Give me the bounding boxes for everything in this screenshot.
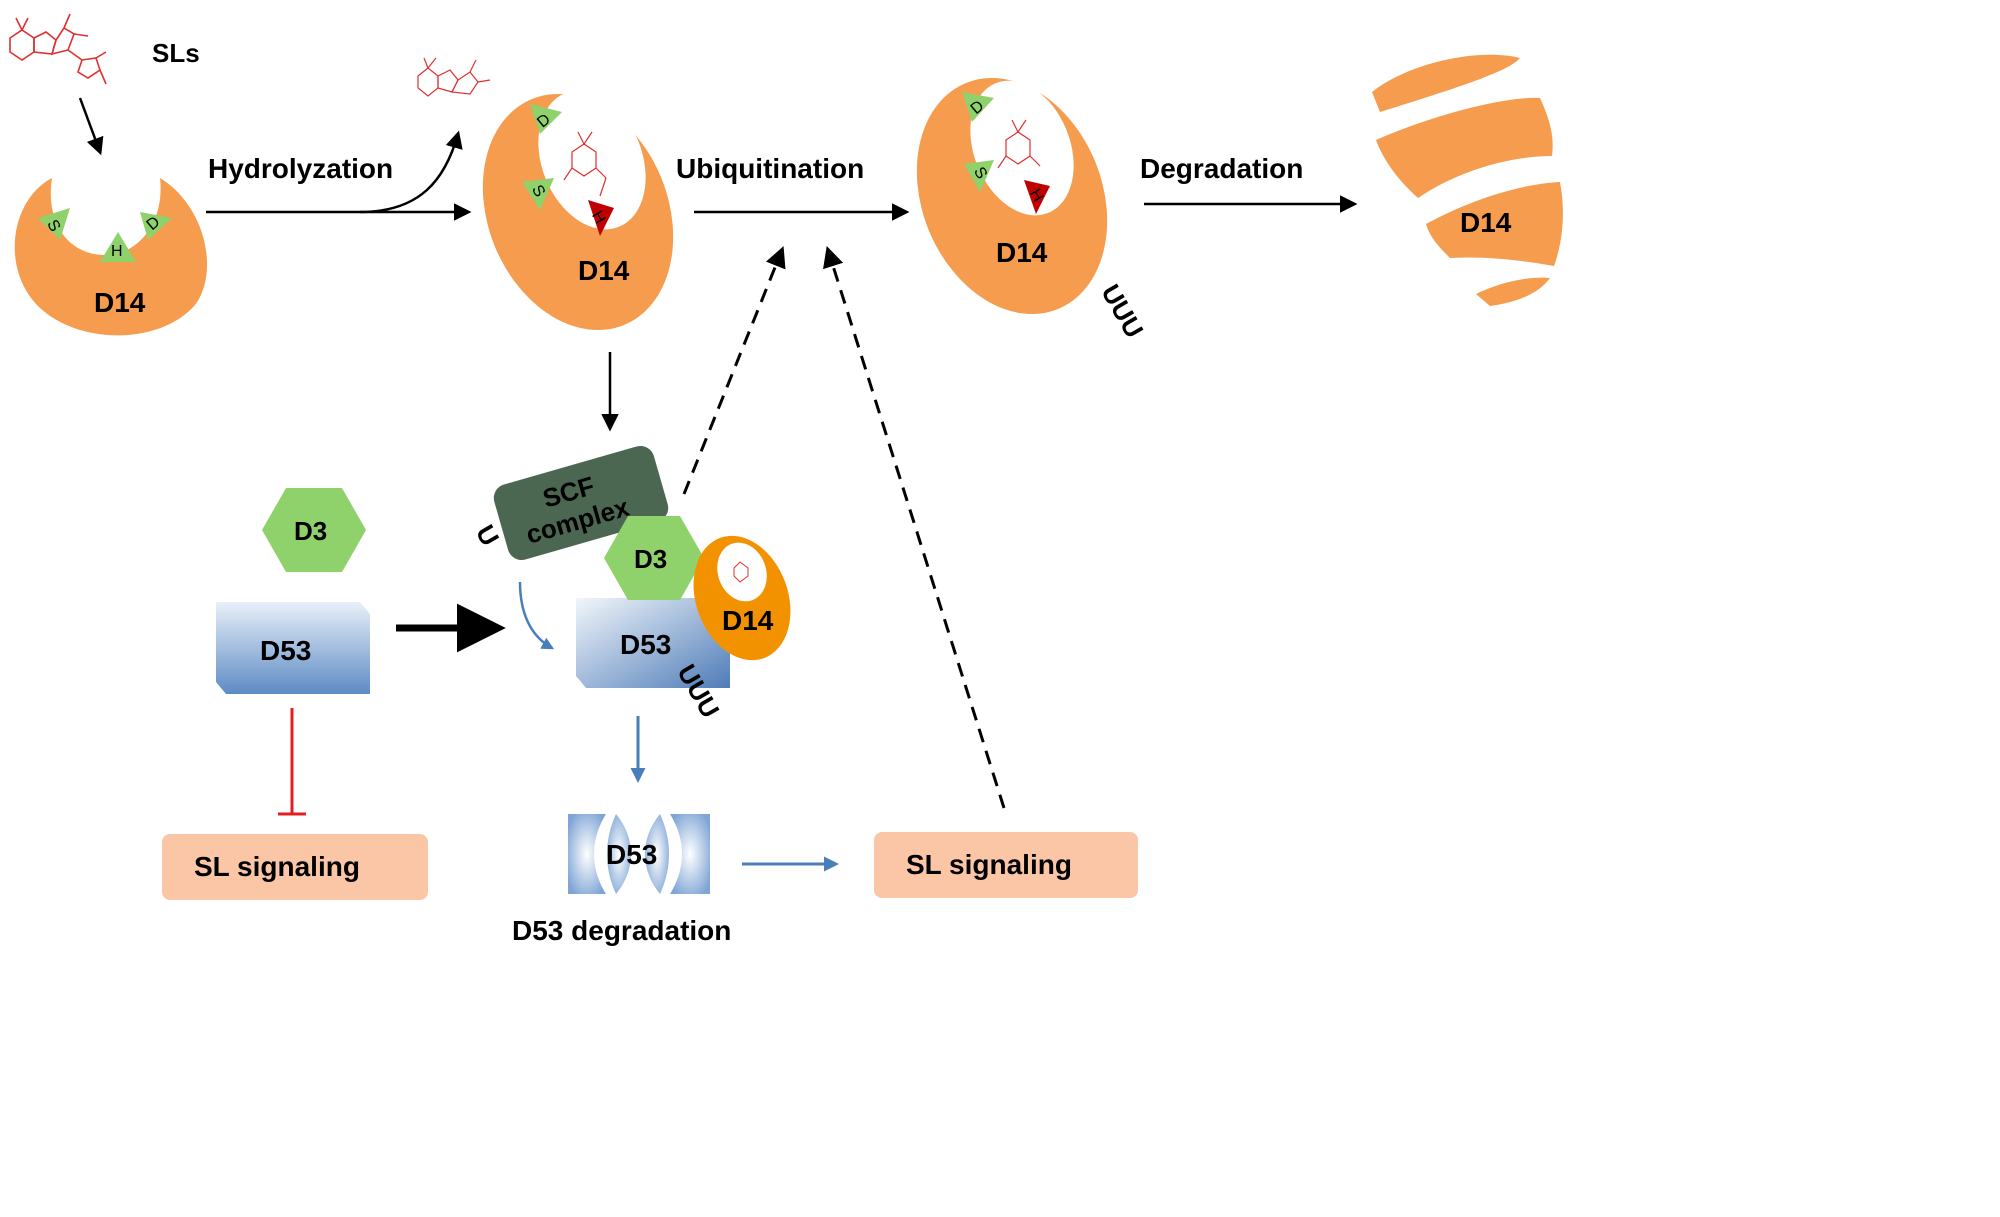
d14-in-complex: D14 bbox=[693, 535, 791, 661]
d14-bound-receptor-1 bbox=[482, 90, 674, 331]
svg-text:H: H bbox=[111, 243, 123, 260]
sl-signaling-box-left: SL signaling bbox=[162, 834, 428, 900]
svg-text:D14: D14 bbox=[722, 605, 774, 636]
residue-h-triangle: H bbox=[100, 232, 136, 262]
d14-label-3: D14 bbox=[996, 237, 1048, 268]
degradation-label: Degradation bbox=[1140, 153, 1303, 184]
residue-s-triangle: S bbox=[38, 208, 70, 240]
residue-d-triangle: D bbox=[140, 212, 172, 240]
hydrolyzation-label: Hydrolyzation bbox=[208, 153, 393, 184]
svg-text:D53: D53 bbox=[620, 629, 671, 660]
residue-h-triangle-3-covalent: H bbox=[1024, 180, 1050, 214]
bound-ligand-2 bbox=[997, 119, 1041, 169]
residue-s-triangle-3: S bbox=[964, 160, 994, 192]
sls-label: SLs bbox=[152, 38, 200, 68]
sl-signaling-box-right: SL signaling bbox=[874, 832, 1138, 898]
svg-text:SL signaling: SL signaling bbox=[194, 851, 360, 882]
scf-recruit-arrow bbox=[518, 581, 555, 650]
svg-text:D53: D53 bbox=[260, 635, 311, 666]
d53-block-complex: D53 bbox=[576, 598, 730, 688]
d3-hexagon-complex: D3 bbox=[604, 516, 704, 600]
ubiquitin-single: U bbox=[470, 520, 505, 551]
residue-d-triangle-2: D bbox=[530, 104, 562, 134]
bound-ligand-1 bbox=[563, 131, 607, 197]
d53-block-free: D53 bbox=[216, 602, 370, 694]
d53-fragmented: D53 bbox=[568, 814, 710, 894]
d14-degraded-fragments bbox=[1372, 54, 1563, 306]
ubiquitin-chain-d14: UUU bbox=[1095, 279, 1149, 343]
d14-label-4: D14 bbox=[1460, 207, 1512, 238]
residue-s-triangle-2: S bbox=[522, 178, 554, 210]
residue-h-triangle-2-covalent: H bbox=[588, 200, 614, 236]
d53-degradation-label: D53 degradation bbox=[512, 915, 731, 946]
d3-hexagon-free: D3 bbox=[262, 488, 366, 572]
strigolactone-molecule bbox=[9, 13, 107, 85]
release-arrow bbox=[359, 130, 463, 214]
hydrolyzed-product-molecule bbox=[417, 57, 491, 97]
svg-text:D3: D3 bbox=[294, 516, 327, 546]
d14-label-1: D14 bbox=[94, 287, 146, 318]
d14-label-2: D14 bbox=[578, 255, 630, 286]
svg-text:D53: D53 bbox=[606, 839, 657, 870]
ubiquitination-label: Ubiquitination bbox=[676, 153, 864, 184]
residue-d-triangle-3: D bbox=[962, 92, 994, 122]
sl-binding-arrow bbox=[78, 97, 104, 156]
signaling-to-ubiquitination-dashed-arrow bbox=[823, 245, 1006, 809]
svg-text:SL signaling: SL signaling bbox=[906, 849, 1072, 880]
diagram-canvas: SLs S H D D14 Hydrolyzation bbox=[9, 13, 1563, 946]
d14-ubiquitinated-receptor bbox=[916, 77, 1108, 315]
svg-text:D3: D3 bbox=[634, 544, 667, 574]
scf-to-ubiquitination-dashed-arrow bbox=[682, 246, 786, 495]
